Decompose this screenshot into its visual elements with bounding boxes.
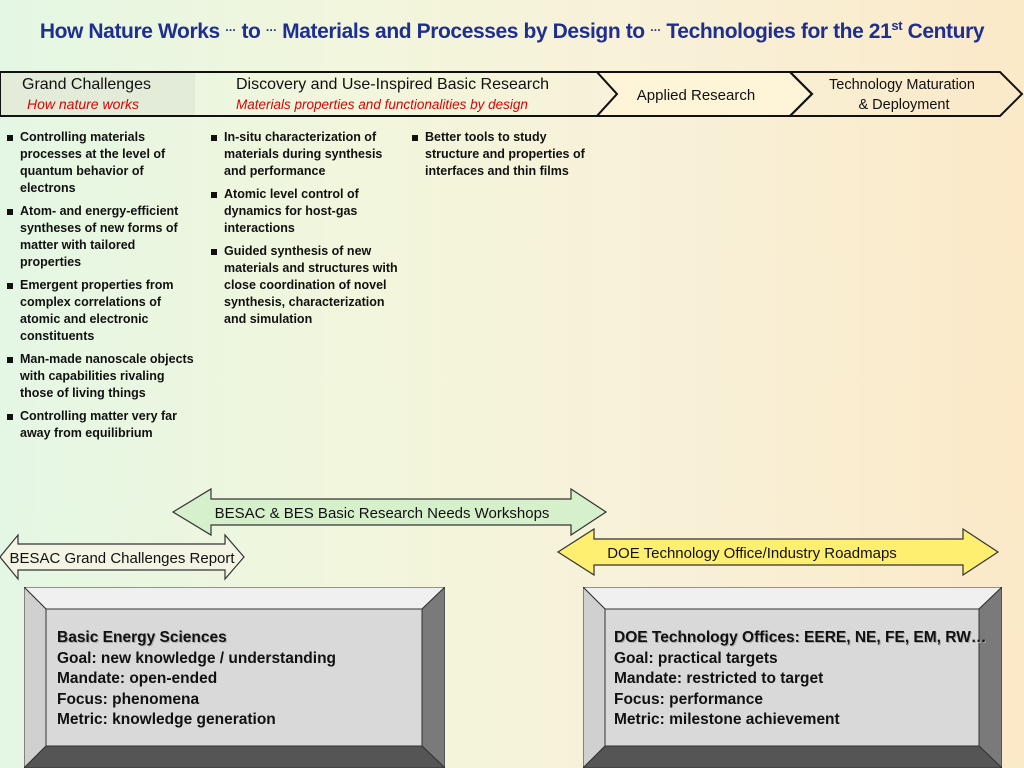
bes-box-focus: Focus: phenomena	[57, 690, 200, 708]
grand-report-arrow	[0, 533, 245, 581]
bes-box: Basic Energy Sciences Goal: new knowledg…	[57, 628, 417, 731]
stage-tech-maturation-shape	[787, 71, 1024, 117]
title-dots-1: ···	[225, 23, 237, 37]
stage-discovery-title: Discovery and Use-Inspired Basic Researc…	[236, 76, 549, 93]
bullet-item: Emergent properties from complex correla…	[6, 277, 198, 345]
title-to-2: to	[625, 20, 645, 43]
bullet-item: In-situ characterization of materials du…	[210, 129, 402, 180]
bullet-item: Controlling matter very far away from eq…	[6, 408, 198, 442]
bullet-item: Controlling materials processes at the l…	[6, 129, 198, 197]
title-dots-3: ···	[650, 23, 661, 37]
bullet-item: Guided synthesis of new materials and st…	[210, 243, 402, 328]
grand-challenges-column: Controlling materials processes at the l…	[6, 129, 198, 448]
roadmaps-arrow-label: DOE Technology Office/Industry Roadmaps	[607, 545, 897, 562]
stage-applied-title: Applied Research	[637, 87, 755, 104]
stage-grand-subtitle: How nature works	[27, 96, 139, 112]
title-part-3: Technologies for the 21	[666, 20, 892, 43]
arrows-layer: BESAC & BES Basic Research Needs Worksho…	[0, 487, 1000, 581]
stage-techmat-line1: Technology Maturation	[829, 77, 975, 93]
bullet-item: Man-made nanoscale objects with capabili…	[6, 351, 198, 402]
roadmaps-arrow	[556, 527, 1000, 577]
title-to-1: to	[241, 20, 261, 43]
title-part-1: How Nature Works	[39, 20, 220, 43]
bullet-item: Atomic level control of dynamics for hos…	[210, 186, 402, 237]
title-part-2: Materials and Processes by Design	[282, 20, 621, 43]
stage-discovery-subtitle: Materials properties and functionalities…	[236, 97, 528, 112]
workshops-arrow	[171, 487, 608, 537]
stage-techmat-line2: & Deployment	[858, 97, 949, 113]
title-part-4: Century	[907, 20, 985, 43]
stage-grand-challenges-shape	[0, 72, 195, 116]
doe-box: DOE Technology Offices: EERE, NE, FE, EM…	[614, 628, 1022, 731]
bullet-item: Better tools to study structure and prop…	[411, 129, 591, 180]
doe-box-mandate: Mandate: restricted to target	[614, 670, 824, 687]
bes-box-mandate: Mandate: open-ended	[57, 670, 218, 687]
applied-list: Better tools to study structure and prop…	[411, 129, 591, 180]
slide-title: How Nature Works ··· to ··· Materials an…	[0, 18, 1024, 44]
applied-column: Better tools to study structure and prop…	[411, 129, 591, 186]
bes-box-header: Basic Energy Sciences	[57, 629, 227, 646]
stage-grand-title: Grand Challenges	[22, 76, 151, 93]
grand-challenges-list: Controlling materials processes at the l…	[6, 129, 198, 442]
workshops-arrow-label: BESAC & BES Basic Research Needs Worksho…	[215, 505, 550, 522]
doe-box-header: DOE Technology Offices: EERE, NE, FE, EM…	[614, 629, 987, 646]
doe-box-frame	[583, 587, 1002, 768]
doe-box-goal: Goal: practical targets	[614, 649, 778, 667]
stage-chevron-bar: Grand Challenges How nature works Discov…	[0, 71, 1024, 117]
discovery-list: In-situ characterization of materials du…	[210, 129, 402, 328]
bes-box-metric: Metric: knowledge generation	[57, 711, 276, 728]
doe-box-focus: Focus: performance	[614, 690, 764, 708]
grand-report-arrow-label: BESAC Grand Challenges Report	[9, 550, 235, 567]
title-superscript: st	[891, 18, 903, 33]
bes-box-goal: Goal: new knowledge / understanding	[57, 649, 337, 667]
title-dots-2: ···	[265, 23, 277, 37]
doe-box-metric: Metric: milestone achievement	[614, 711, 840, 728]
bes-box-frame	[24, 587, 445, 768]
bullet-item: Atom- and energy-efficient syntheses of …	[6, 203, 198, 271]
discovery-column: In-situ characterization of materials du…	[210, 129, 402, 334]
